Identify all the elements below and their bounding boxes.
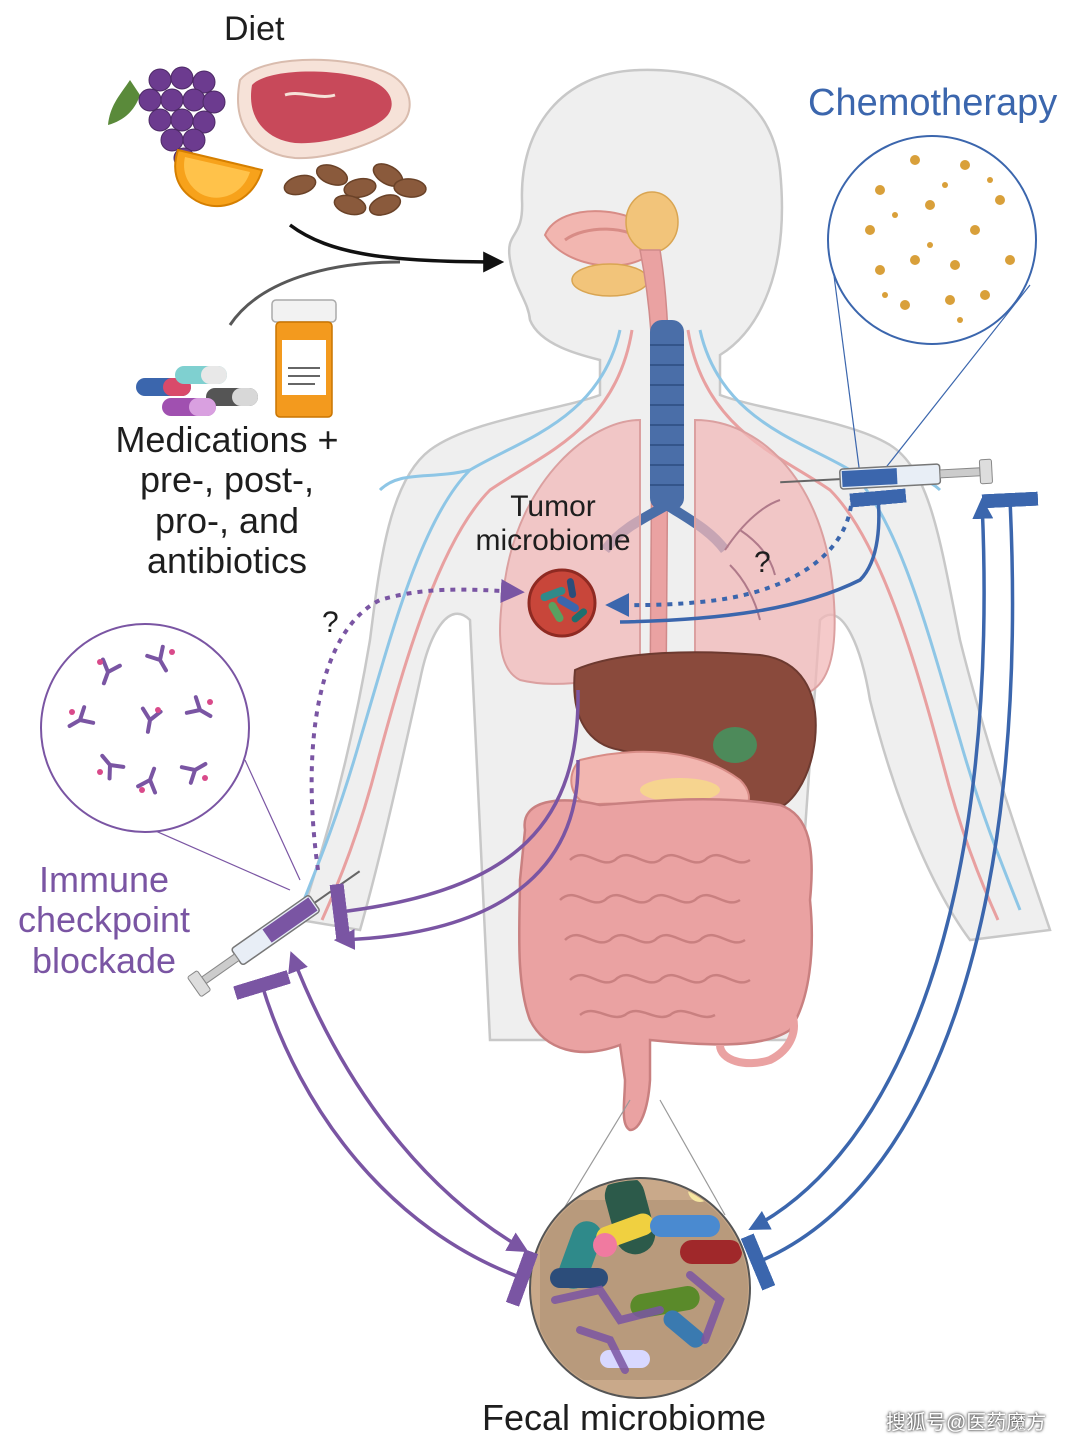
tumor-microbiome-icon — [527, 568, 597, 638]
chemo-particles-circle — [827, 135, 1037, 345]
fecal-microbiome-circle — [529, 1177, 751, 1399]
fecal-microbiome-label: Fecal microbiome — [482, 1397, 767, 1438]
capsules-icon — [136, 366, 258, 416]
steak-icon — [237, 58, 411, 160]
chemo-zoom-lines — [829, 244, 1031, 476]
immune-checkpoint-blockade-label: Immune checkpoint blockade — [17, 859, 191, 981]
intestines — [517, 797, 814, 1132]
chemo-to-fecal-inhibit-line — [740, 491, 1039, 1291]
oral-cavity — [543, 191, 679, 297]
gallbladder — [713, 727, 757, 763]
immune-to-fecal-inhibit-line — [233, 970, 539, 1307]
fecal-zoom-lines — [559, 1099, 726, 1216]
grapes-icon — [108, 66, 226, 169]
medications-label: Medications + pre-, post-, pro-, and ant… — [115, 419, 339, 581]
chemotherapy-label: Chemotherapy — [808, 82, 1058, 124]
body-silhouette — [298, 68, 1052, 1042]
antibody-circle — [40, 623, 250, 833]
tumor-microbiome-label: Tumor microbiome — [475, 490, 631, 557]
diet-label: Diet — [224, 10, 285, 48]
organs-to-immune-arrows — [329, 689, 580, 950]
diet-to-mouth-arrow — [228, 223, 505, 326]
immune-syringe-icon — [187, 870, 361, 997]
question-mark-right: ? — [754, 546, 771, 579]
chemo-syringe-icon — [780, 458, 993, 490]
almonds-icon — [283, 163, 427, 216]
question-mark-left: ? — [322, 606, 339, 639]
pill-bottle-icon — [271, 299, 337, 418]
orange-slice-icon — [174, 148, 264, 207]
watermark-text: 搜狐号@医药魔方 — [886, 1412, 1047, 1434]
